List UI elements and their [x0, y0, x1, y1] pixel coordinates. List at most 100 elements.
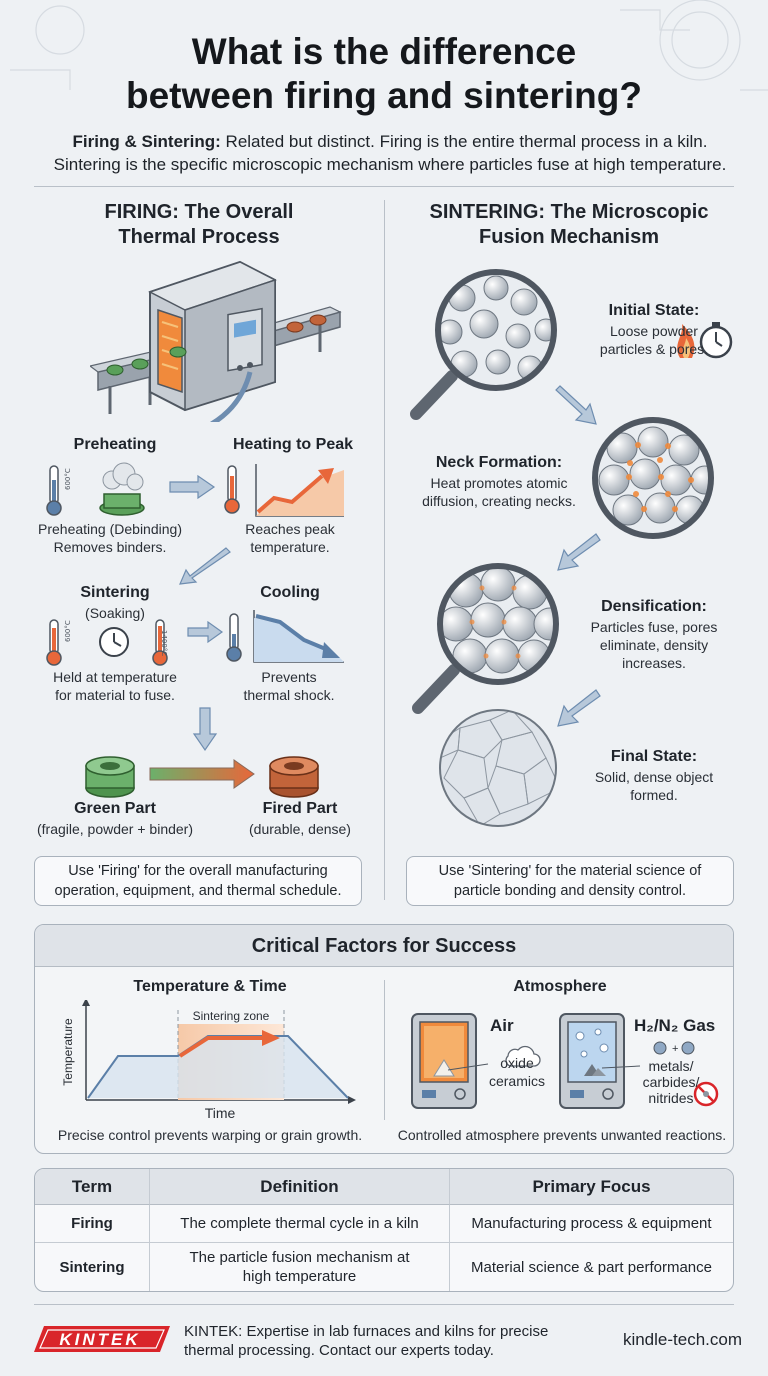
cooling-chart-icon — [226, 610, 344, 663]
kintek-logo: KINTEK — [34, 1326, 170, 1352]
svg-text:KINTEK: KINTEK — [59, 1330, 140, 1349]
step-cooling-label: Cooling — [260, 584, 320, 601]
preheating-icons: 600°C — [46, 462, 145, 516]
no-oxygen-icon — [693, 1081, 719, 1107]
sintering-note-line-2: particle bonding and density control. — [453, 883, 687, 899]
table-header-focus: Primary Focus — [449, 1169, 733, 1205]
gas-kiln-icon — [559, 1013, 625, 1109]
temp-time-title: Temperature & Time — [133, 978, 287, 995]
firing-note-line-1: Use 'Firing' for the overall manufacturi… — [68, 863, 328, 879]
table-header-row: Term Definition Primary Focus — [35, 1169, 733, 1205]
state-final-label: Final State: — [610, 748, 698, 765]
intro-body: Related but distinct. Firing is the enti… — [53, 132, 727, 174]
page-title: What is the difference between firing an… — [0, 30, 768, 118]
step-sintering-sub: (Soaking) — [85, 605, 145, 621]
table-cell-focus: Manufacturing process & equipment — [449, 1205, 733, 1243]
title-line-2: between firing and sintering? — [126, 75, 642, 116]
firing-title-line-1: FIRING: The Overall — [104, 201, 294, 223]
sintering-step-desc-line-1: Held at temperature — [53, 669, 177, 685]
footer-tagline-line-2: thermal processing. Contact our experts … — [184, 1342, 494, 1359]
sintering-step-desc-line-2: for material to fuse. — [55, 687, 175, 703]
flame-icon — [677, 324, 695, 358]
svg-text:600°C: 600°C — [64, 468, 72, 490]
atmosphere-caption: Controlled atmosphere prevents unwanted … — [397, 1127, 727, 1143]
sintering-title-line-2: Fusion Mechanism — [478, 226, 660, 248]
arrow-down-left-icon — [179, 547, 231, 585]
magnifier-densification — [412, 563, 559, 714]
firing-title: FIRING: The Overall Thermal Process — [34, 200, 364, 250]
heating-desc-line-1: Reaches peak — [245, 521, 335, 537]
state-final-desc-line-2: formed. — [630, 787, 678, 803]
fired-part-icon — [269, 756, 319, 798]
state-initial-desc-line-1: Loose powder — [610, 323, 698, 339]
green-part-icon — [85, 756, 135, 798]
sintering-title: SINTERING: The Microscopic Fusion Mechan… — [404, 200, 734, 250]
intro-bold: Firing & Sintering: — [72, 132, 221, 151]
state-neck-desc: Heat promotes atomic diffusion, creating… — [404, 474, 594, 510]
table-cell-focus: Material science & part performance — [449, 1243, 733, 1291]
sintering-stages-illustration — [410, 269, 733, 827]
temp-time-xlabel: Time — [204, 1105, 236, 1121]
step-heating-label: Heating to Peak — [232, 436, 354, 453]
fired-part-desc: (durable, dense) — [249, 821, 351, 837]
sintering-icons: 600°C 1400°C — [46, 619, 168, 666]
state-neck-desc-line-2: diffusion, creating necks. — [422, 493, 576, 509]
cloud-icon — [505, 1045, 541, 1067]
state-final-desc-line-1: Solid, dense object — [594, 769, 714, 785]
definition-line-1: The particle fusion mechanism at — [189, 1249, 410, 1266]
terms-table: Term Definition Primary Focus Firing The… — [34, 1168, 734, 1292]
divider-footer — [34, 1304, 734, 1305]
preheating-desc-line-2: Removes binders. — [53, 539, 167, 555]
table-row: Firing The complete thermal cycle in a k… — [35, 1205, 733, 1243]
atmosphere-air-desc: oxide ceramics — [482, 1054, 552, 1090]
table-cell-definition: The particle fusion mechanism at high te… — [149, 1243, 449, 1291]
stopwatch-icon — [699, 322, 733, 359]
state-final-desc: Solid, dense object formed. — [564, 768, 744, 804]
atmosphere-title: Atmosphere — [513, 978, 607, 995]
table-cell-definition: The complete thermal cycle in a kiln — [149, 1205, 449, 1243]
footer-website-link[interactable]: kindle-tech.com — [622, 1330, 742, 1349]
atmosphere-air-label: Air — [490, 1016, 514, 1035]
atmosphere-gas-desc: metals/ carbides/ nitrides — [636, 1058, 706, 1106]
step-preheating-label: Preheating — [73, 436, 157, 453]
state-densification-desc-line-2: eliminate, density — [599, 637, 709, 653]
sintering-title-line-1: SINTERING: The Microscopic — [429, 201, 709, 223]
arrow-right-icon — [169, 474, 216, 500]
gas-desc-line-3: nitrides — [648, 1090, 694, 1106]
divider-top — [34, 186, 734, 187]
table-header-term: Term — [35, 1169, 149, 1205]
state-neck-desc-line-1: Heat promotes atomic — [430, 475, 568, 491]
temperature-time-chart: Sintering zone Temperature — [61, 1000, 356, 1104]
magnifier-initial-state — [410, 269, 557, 420]
kiln-conveyor-illustration — [90, 260, 342, 422]
firing-usage-note: Use 'Firing' for the overall manufacturi… — [34, 856, 362, 906]
gas-desc-line-1: metals/ — [648, 1058, 694, 1074]
green-part-label: Green Part — [74, 800, 156, 817]
state-initial-desc-line-2: particles & pores. — [599, 341, 709, 357]
state-initial-label: Initial State: — [608, 302, 700, 319]
final-dense-sphere — [439, 709, 557, 827]
air-desc-line-2: ceramics — [488, 1073, 545, 1089]
step-cooling-desc: Prevents thermal shock. — [214, 668, 364, 704]
preheating-desc-line-1: Preheating (Debinding) — [38, 521, 182, 537]
svg-text:600°C: 600°C — [64, 620, 72, 642]
svg-text:Sintering zone: Sintering zone — [193, 1009, 270, 1023]
atmosphere-illustration: + — [411, 1013, 719, 1109]
air-desc-line-1: oxide — [500, 1055, 534, 1071]
cooling-desc-line-2: thermal shock. — [243, 687, 335, 703]
step-sintering-desc: Held at temperature for material to fuse… — [30, 668, 200, 704]
sintering-note-line-1: Use 'Sintering' for the material science… — [438, 863, 702, 879]
state-densification-desc-line-3: increases. — [622, 655, 686, 671]
clock-icon — [99, 627, 129, 657]
firing-note-line-2: operation, equipment, and thermal schedu… — [54, 883, 342, 899]
intro-text: Firing & Sintering: Related but distinct… — [40, 130, 740, 176]
definition-line-2: high temperature — [242, 1268, 357, 1285]
footer-tagline-line-1: KINTEK: Expertise in lab furnaces and ki… — [184, 1323, 549, 1340]
svg-text:1400°C: 1400°C — [160, 630, 168, 656]
factors-divider — [384, 980, 385, 1120]
state-densification-desc-line-1: Particles fuse, pores — [590, 619, 718, 635]
cooling-desc-line-1: Prevents — [261, 669, 317, 685]
heating-desc-line-2: temperature. — [250, 539, 330, 555]
state-densification-label: Densification: — [601, 598, 707, 615]
firing-title-line-2: Thermal Process — [118, 226, 280, 248]
